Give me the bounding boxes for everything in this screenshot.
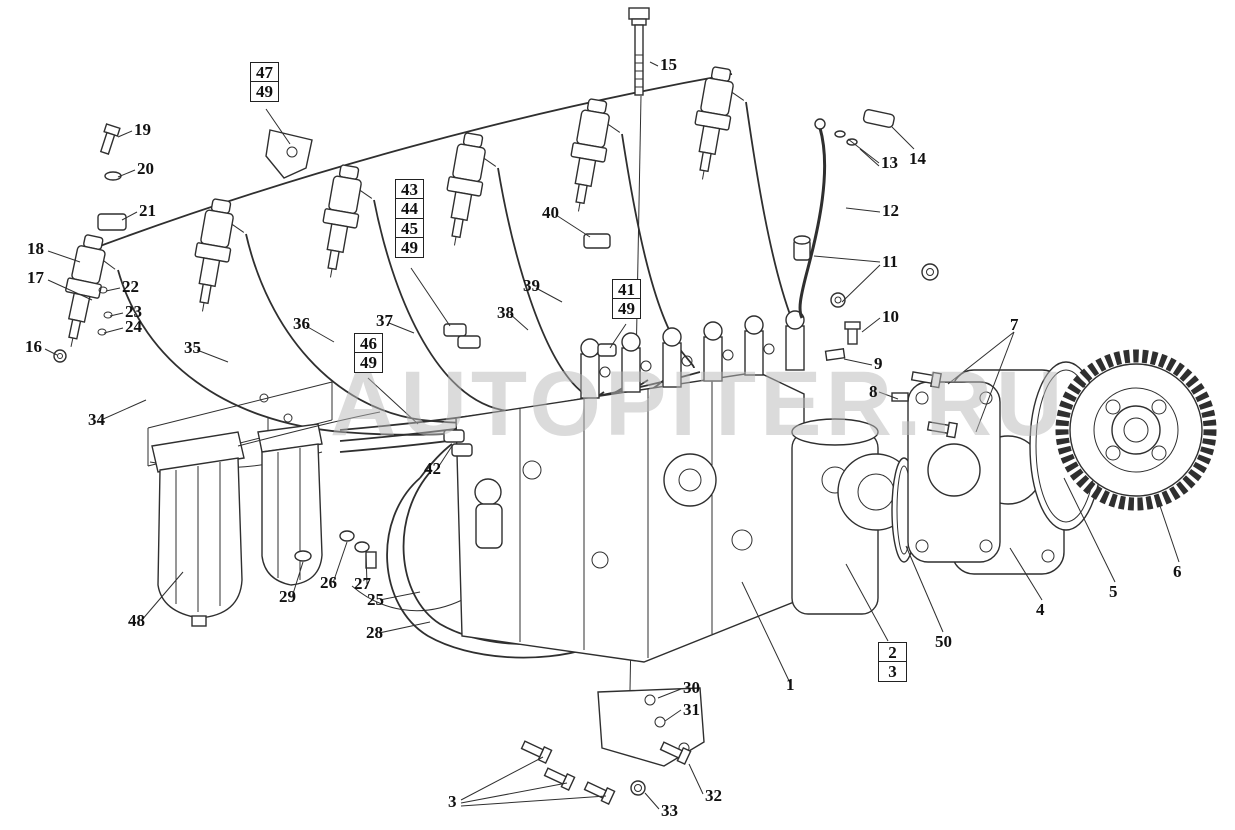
small-hardware (53, 123, 617, 569)
right-fittings (793, 109, 939, 402)
bottom-bracket (519, 687, 705, 805)
injector-2 (185, 196, 250, 317)
filter-feed-pipe (237, 411, 381, 447)
leader-lines (44, 61, 1180, 810)
injector-1 (53, 232, 122, 354)
injector-6 (685, 64, 750, 185)
pump-sections (580, 310, 805, 399)
top-bolt (628, 7, 650, 96)
fuel-filter-small (257, 423, 323, 586)
mounting-plate-front (907, 381, 1001, 563)
fuel-filter-large (151, 431, 245, 627)
injector-5 (561, 96, 626, 217)
injector-3 (313, 162, 378, 283)
pump-block (455, 371, 805, 663)
drive-gear (1055, 349, 1217, 511)
injectors (53, 64, 750, 354)
injector-4 (437, 130, 502, 251)
